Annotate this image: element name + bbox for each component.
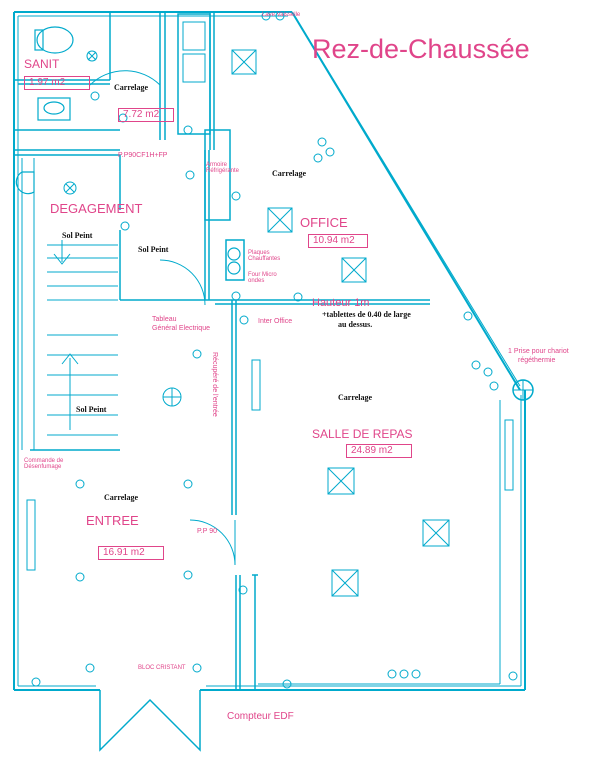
floor-type-stairs: Sol Peint [76, 405, 107, 414]
light-salle-3 [331, 569, 359, 597]
room-name-degagement: DEGAGEMENT [50, 201, 143, 216]
note-hauteur: Hauteur 1m [312, 297, 370, 309]
note-inter-office: Inter Office [258, 318, 293, 325]
note-prise-2: régéthermie [518, 357, 556, 364]
room-name-entree: ENTREE [86, 513, 139, 528]
note-tableau-1: Tableau [152, 316, 177, 323]
note-commande: Commande de Désenfumage [24, 458, 64, 470]
note-prise-1: 1 Prise pour chariot [508, 348, 569, 355]
note-tablettes-2: au dessus. [338, 320, 373, 329]
floor-type-wc: Carrelage [114, 83, 149, 92]
note-armoire: Armoire Réfrigérante [206, 162, 240, 174]
page-title: Rez-de-Chaussée [312, 34, 530, 64]
room-area-sanit: 1.97 m2 [24, 76, 90, 90]
floor-type-degagement-left: Sol Peint [62, 231, 93, 240]
light-office-1 [231, 49, 257, 75]
light-salle-1 [327, 467, 355, 495]
note-four: Four Micro ondes [248, 272, 277, 284]
light-salle-2 [422, 519, 450, 547]
floor-type-entree: Carrelage [104, 493, 139, 502]
note-bloc: BLOC CRISTANT [138, 665, 186, 671]
room-name-salle: SALLE DE REPAS [312, 427, 413, 441]
note-tablettes-1: +tablettes de 0.40 de large [322, 310, 411, 319]
room-area-office: 10.94 m2 [308, 234, 368, 248]
room-area-entree: 16.91 m2 [98, 546, 164, 560]
outer-wall-diagonal [291, 11, 521, 391]
note-compteur: Compteur EDF [227, 711, 294, 722]
note-recuperation: Récupéré de l'entrée [211, 352, 218, 417]
light-office-3 [341, 257, 367, 283]
room-area-wc: 7.72 m2 [118, 108, 174, 122]
door-label-entree: P.P 90 [197, 528, 217, 535]
door-label-top: P.P90CF1H+FP [118, 152, 168, 159]
note-plaques: Plaques Chauffantes [248, 250, 281, 262]
room-name-office: OFFICE [300, 215, 348, 230]
light-office-2 [267, 207, 293, 233]
note-lave-vaisselle: Lave Vaisselle [262, 12, 301, 18]
room-area-salle: 24.89 m2 [346, 444, 412, 458]
room-name-sanit: SANIT [24, 57, 60, 71]
floor-type-salle: Carrelage [338, 393, 373, 402]
note-tableau-2: Général Electrique [152, 325, 210, 332]
floor-type-degagement-right: Sol Peint [138, 245, 169, 254]
floor-type-office: Carrelage [272, 169, 307, 178]
